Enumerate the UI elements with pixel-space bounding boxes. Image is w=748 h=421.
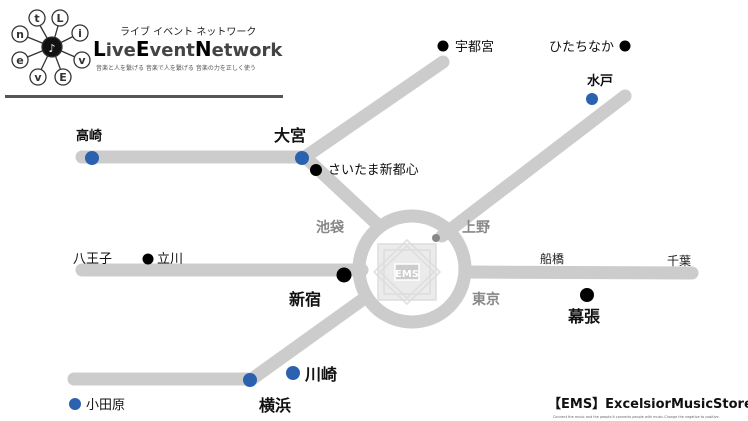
logo <box>11 9 91 86</box>
station-saitama-label: さいたま新都心 <box>328 162 419 178</box>
logo-letter: v <box>34 71 42 84</box>
logo-kana: ライブ イベント ネットワーク <box>120 25 256 38</box>
logo-letter: E <box>59 71 67 84</box>
station-odawara-dot <box>69 398 81 410</box>
station-makuhari-dot <box>580 288 594 302</box>
logo-letter: t <box>34 12 39 25</box>
station-makuhari-label: 幕張 <box>567 307 601 326</box>
station-mito-label: 水戸 <box>587 73 613 89</box>
station-funabashi-label: 船橋 <box>540 252 564 266</box>
line-tokaido <box>245 293 369 386</box>
ems-badge-text: EMS <box>395 269 419 280</box>
station-omiya-dot <box>295 151 309 165</box>
station-kawasaki-label: 川崎 <box>304 365 337 384</box>
logo-letter: i <box>78 27 82 40</box>
station-utsunomiya-dot <box>437 40 449 52</box>
station-tokyo-label: 東京 <box>472 291 500 308</box>
station-tachikawa-dot <box>142 253 154 265</box>
music-note-icon: ♪ <box>48 42 55 55</box>
line-sobu <box>458 265 699 280</box>
station-yokohama-label: 横浜 <box>259 396 291 415</box>
station-ikebukuro-label: 池袋 <box>316 219 345 236</box>
station-takasaki-dot <box>85 151 99 165</box>
header-divider <box>5 95 283 98</box>
station-saitama-dot <box>310 164 322 176</box>
logo-tagline: 音楽と人を繋げる 音楽で人を繋げる 音楽の力を正しく使う <box>96 64 256 72</box>
station-yokohama-dot <box>243 373 257 387</box>
logo-letter: L <box>56 12 63 25</box>
station-utsunomiya-label: 宇都宮 <box>455 39 494 55</box>
station-hitachinaka-dot <box>619 40 631 52</box>
station-ueno-dot <box>432 234 440 242</box>
station-shinjuku-label: 新宿 <box>289 290 321 309</box>
line-utsunomiya <box>298 55 450 164</box>
station-ueno-label: 上野 <box>462 220 490 236</box>
ems-badge <box>372 238 442 306</box>
station-chiba-label: 千葉 <box>667 254 691 268</box>
logo-letter: v <box>78 54 86 67</box>
logo-title: LiveEventNetwork <box>93 37 283 61</box>
station-mito-dot <box>586 93 598 105</box>
rail-lines <box>67 55 699 386</box>
line-joban <box>435 89 632 243</box>
logo-letter: n <box>16 28 24 41</box>
logo-letter: e <box>16 54 23 67</box>
station-odawara-label: 小田原 <box>86 398 125 413</box>
station-hitachinaka-label: ひたちなか <box>549 40 614 55</box>
station-takasaki-label: 高崎 <box>76 128 102 144</box>
station-kawasaki-dot <box>286 366 300 380</box>
station-omiya-label: 大宮 <box>274 126 306 145</box>
station-tachikawa-label: 立川 <box>157 252 183 267</box>
yamanote-ring <box>352 209 472 329</box>
station-hachioji-label: 八王子 <box>73 252 112 267</box>
store-slogan: Connect the music and the people.It conn… <box>553 415 720 419</box>
store-name: 【EMS】ExcelsiorMusicStore <box>548 396 748 412</box>
station-shinjuku-dot <box>336 267 352 283</box>
